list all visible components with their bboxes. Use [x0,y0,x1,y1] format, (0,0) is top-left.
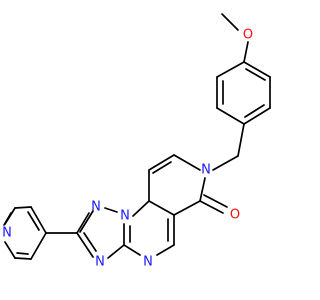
atom-triazole-nitrogen-1: N [120,209,130,224]
bond-pyridinone-2 [148,154,175,171]
bond-triazole-double [83,232,97,252]
atom-pyrimidine-nitrogen: N [143,255,153,270]
bond-triazole-1 [104,207,118,213]
bond-pyridinone-5 [173,200,201,216]
bond-pyridyl-double-c [3,212,12,226]
bond-pyridinone-6 [199,177,206,202]
bond-pyridyl-1 [30,206,47,234]
atom-pyridine-nitrogen: N [2,226,12,241]
bond-ch2-nitrogen [212,155,239,171]
bond-pyrimidine-3 [156,244,175,256]
atom-carbonyl-oxygen: O [230,208,240,223]
bond-pyridyl-double-b [16,252,29,255]
bond-pyridyl-3 [30,232,47,260]
bond-pyridyl-4 [14,257,32,260]
bond-phenyl-4 [216,107,245,125]
bond-pyridyl-5 [4,241,16,259]
bond-phenyl-3 [243,107,271,125]
atom-lactam-nitrogen: N [201,163,211,178]
bond-phenyl-6 [216,61,245,78]
bond-triazole-2 [76,212,90,234]
atom-triazole-nitrogen-2: N [91,200,101,215]
molecule-structure-diagram: O O N N N N N N [2,13,271,270]
bond-pyridinone-1 [173,154,201,171]
atom-triazole-nitrogen-3: N [95,255,105,270]
bond-pyridinone-4 [148,200,175,216]
bond-aryl-ch2 [237,123,245,157]
bond-pyrimidine-1 [132,200,150,217]
bond-pyridyl-double-a [27,211,40,231]
bond-triazole-double-b [79,210,94,233]
bond-carbonyl-1 [199,200,224,214]
bond-triazole-3 [76,232,94,258]
bond-methyl-oxygen [221,13,239,31]
bond-triazole-4 [107,244,125,259]
atom-methoxy-oxygen: O [243,28,253,43]
bond-pyridinone-double [152,161,172,174]
bond-pyridyl-2 [14,206,32,209]
bond-phenyl-double-a [245,68,266,81]
bond-phenyl-1 [243,61,271,78]
bond-phenyl-double-b [244,104,265,118]
bond-carbonyl-2 [203,194,228,208]
bond-pyrimidine-4 [123,244,141,256]
bond-oxygen-aryl [243,41,249,63]
